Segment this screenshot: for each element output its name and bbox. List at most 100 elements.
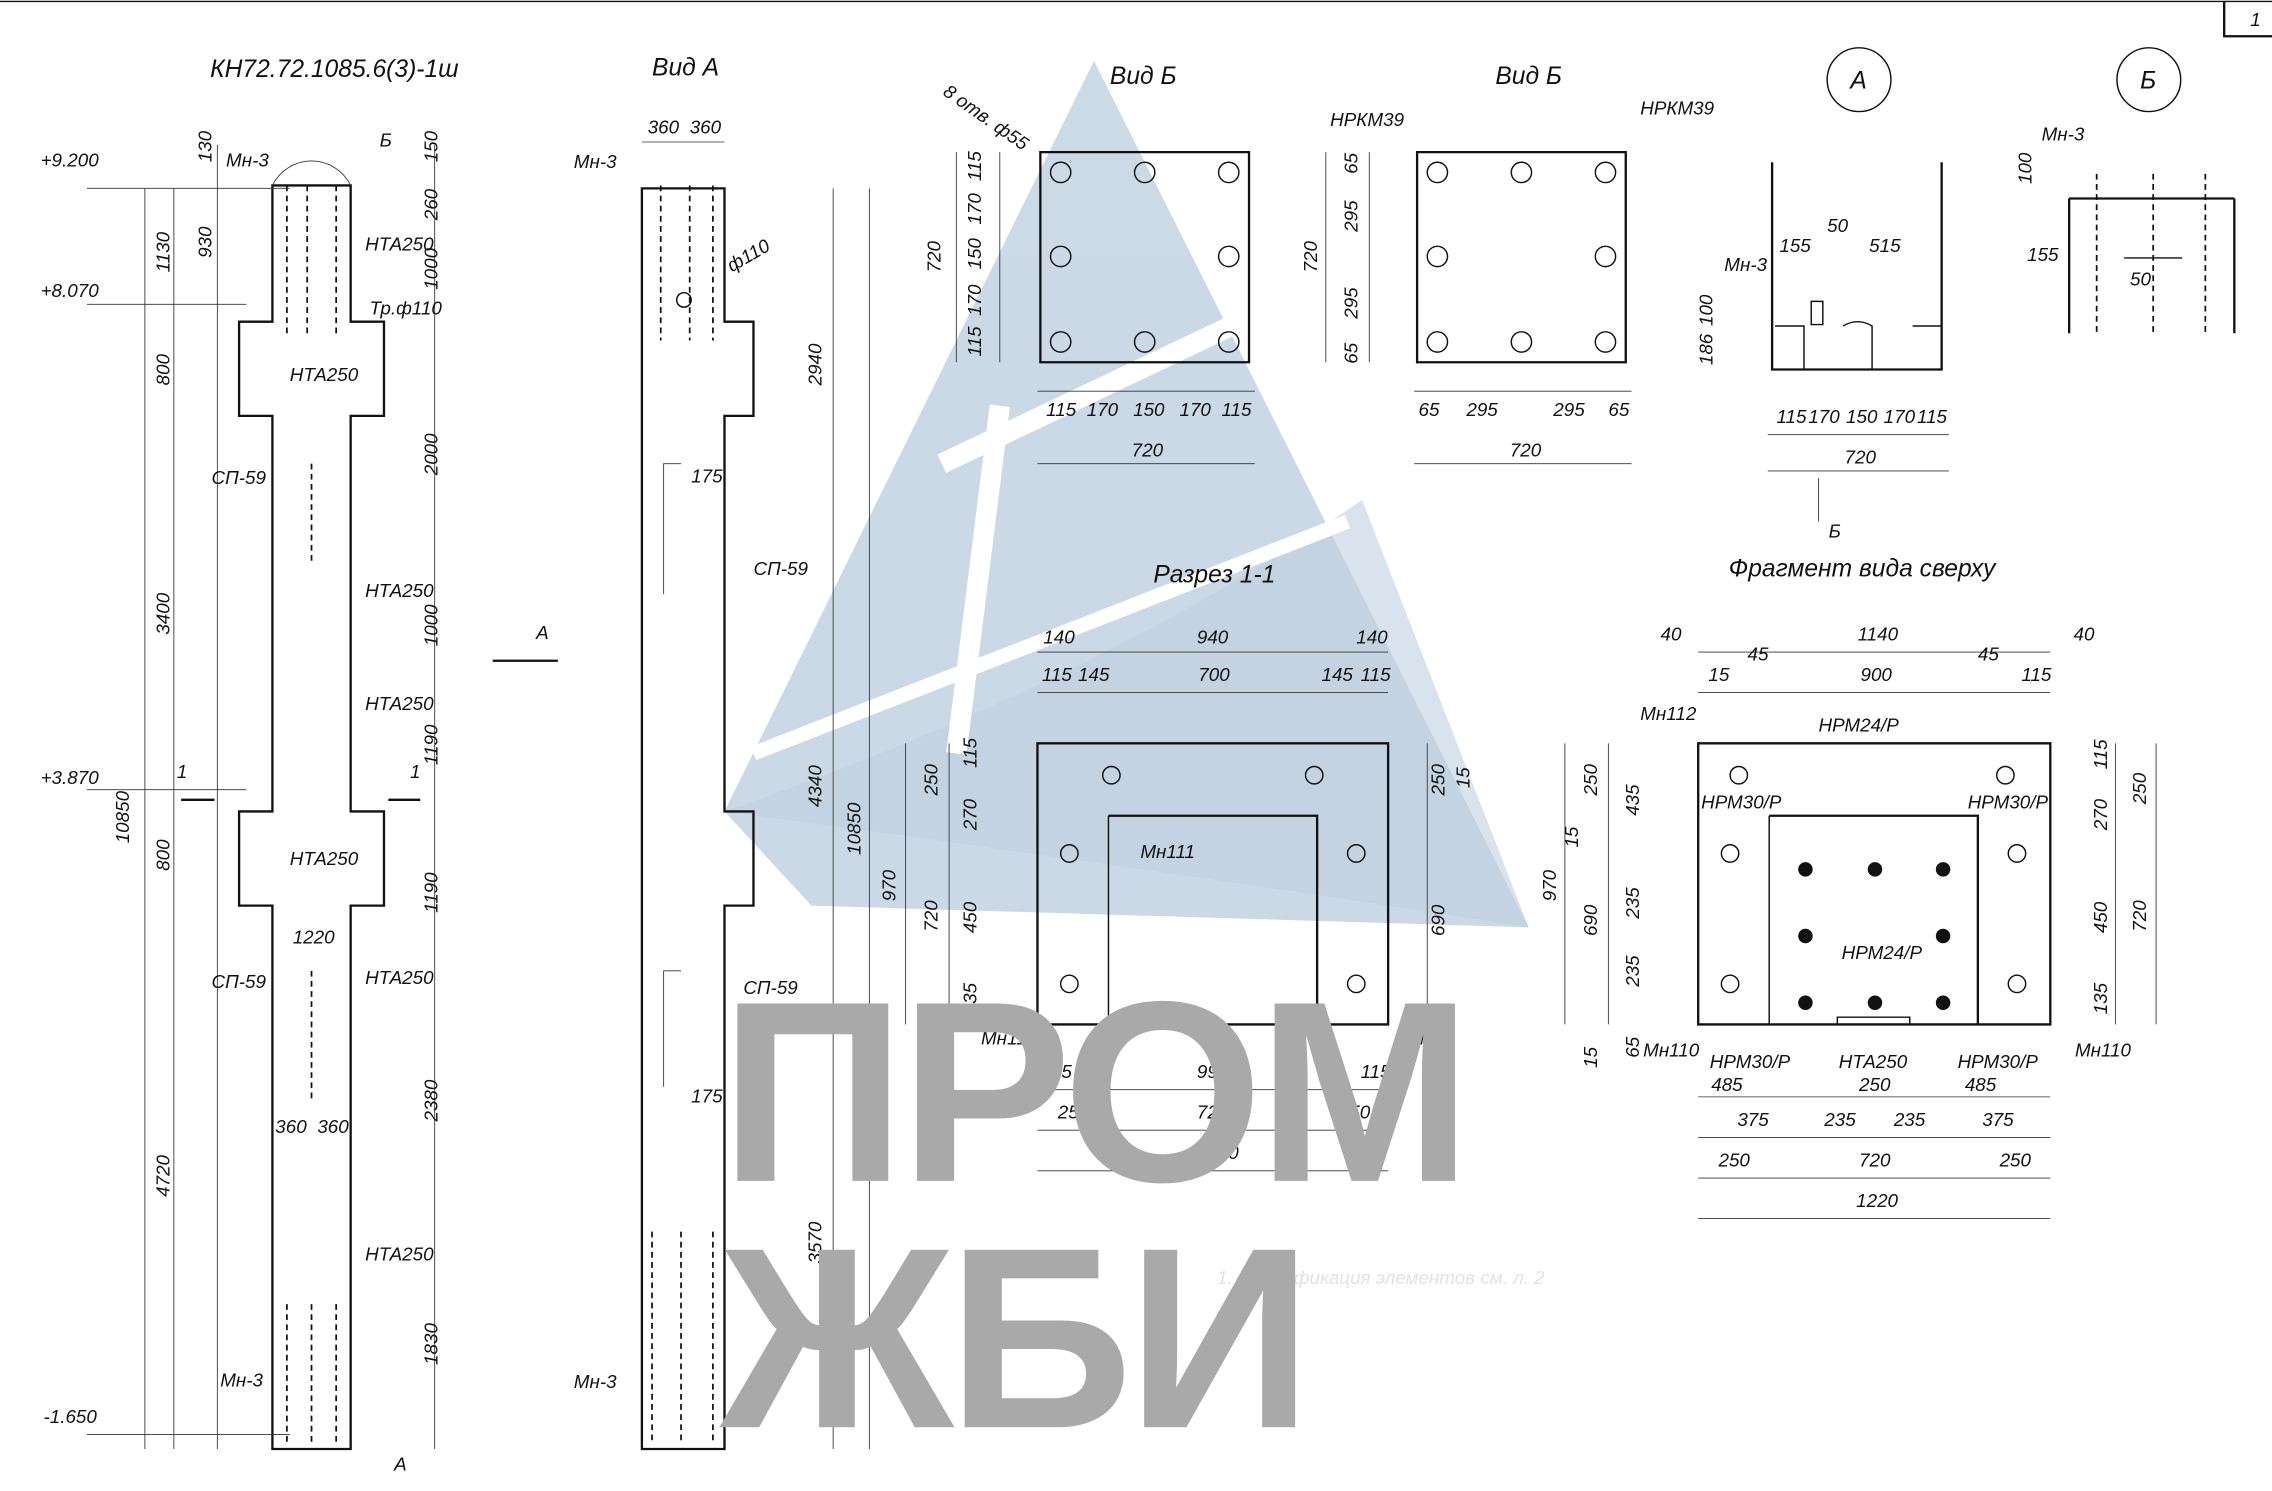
view-a-label: 3570	[805, 1221, 826, 1263]
view-b1-label: 170	[1179, 399, 1211, 420]
node-a-label: 515	[1869, 235, 1901, 256]
view-b2-label: 720	[1300, 240, 1321, 272]
section-label: 15	[1452, 767, 1473, 788]
section-label: 250	[1338, 1102, 1371, 1123]
view-b2-label: НРКМ39	[1640, 97, 1714, 118]
column-label: 800	[153, 353, 174, 385]
section-label: Мн110	[1398, 1028, 1455, 1049]
top-fragment-label: 65	[1622, 1036, 1643, 1057]
column-label: СП-59	[212, 467, 267, 488]
node-a-label: 170	[1884, 406, 1916, 427]
node-a-label: 155	[1779, 235, 1811, 256]
top-fragment-label: 115	[2021, 664, 2052, 685]
column-label: 1220	[293, 926, 335, 947]
node-a-label: 100	[1696, 294, 1717, 326]
view-a-label: Мн-3	[574, 1371, 617, 1392]
column-label: 1190	[421, 872, 442, 913]
node-a-label: 115	[1917, 406, 1948, 427]
node-b-label: 155	[2027, 244, 2059, 265]
view-b2-title: Вид Б	[1495, 63, 1562, 90]
column-label: 360	[317, 1116, 349, 1137]
top-fragment-label: НРМ30/Р	[1968, 792, 2049, 813]
watermark-logo: ПРОМ ЖБИ	[716, 948, 1472, 1482]
column-label: А	[535, 622, 549, 643]
top-fragment-label: 45	[1747, 644, 1768, 665]
top-fragment-label: 250	[2129, 772, 2150, 805]
node-a-label: Б	[1829, 521, 1841, 542]
column-label: НТА250	[365, 580, 434, 601]
column-label: +8.070	[41, 280, 100, 301]
column-label: 3400	[153, 592, 174, 634]
section-title: Разрез 1-1	[1153, 561, 1275, 588]
node-a-label: 50	[1827, 215, 1848, 236]
column-label: А	[393, 1454, 407, 1475]
node-a-title: А	[1848, 67, 1866, 94]
section-label: 1220	[1197, 1142, 1239, 1163]
view-b2-plan	[1325, 150, 1632, 465]
section-label: 250	[1428, 764, 1449, 797]
view-b1-label: 170	[964, 284, 985, 316]
top-fragment-label: 250	[1999, 1149, 2032, 1170]
section-label: 145	[1078, 664, 1110, 685]
top-view-fragment	[1564, 651, 2157, 1220]
view-a-label: ф110	[723, 235, 774, 276]
top-fragment-label: 485	[1965, 1074, 1997, 1095]
node-b-label: 50	[2130, 268, 2151, 289]
section-1-1	[905, 651, 1428, 1172]
top-fragment-label: 135	[2090, 982, 2111, 1014]
node-b-label: Мн-3	[2042, 124, 2085, 145]
top-fragment-label: 375	[1982, 1109, 2014, 1130]
view-b2-label: 295	[1552, 399, 1585, 420]
column-label: 1	[177, 761, 187, 782]
top-fragment-label: 250	[1580, 764, 1601, 797]
node-b-detail	[2067, 47, 2236, 334]
view-a-label: СП-59	[753, 558, 808, 579]
view-a-label: 10850	[844, 802, 865, 855]
section-label: 140	[1043, 626, 1075, 647]
view-b1-label: 720	[923, 240, 944, 272]
top-fragment-label: Мн112	[1640, 703, 1697, 724]
top-fragment-label: НРМ24/Р	[1842, 942, 1923, 963]
view-b1-label: 115	[964, 151, 985, 182]
column-label: 1130	[153, 231, 174, 272]
view-a-label: 4340	[805, 765, 826, 807]
watermark-line2: ЖБИ	[716, 1194, 1306, 1482]
top-fragment-label: 235	[1823, 1109, 1856, 1130]
top-fragment-label: НРМ30/Р	[1701, 792, 1782, 813]
page-number-box: 1	[2223, 1, 2272, 38]
section-label: 700	[1198, 664, 1230, 685]
top-fragment-label: НРМ30/Р	[1710, 1051, 1791, 1072]
column-title: КН72.72.1085.6(3)-1ш	[210, 56, 459, 83]
top-fragment-label: 15	[1708, 664, 1729, 685]
view-b1-label: 115	[1221, 399, 1252, 420]
section-label: 115	[1042, 664, 1073, 685]
section-label: 250	[920, 764, 941, 797]
node-a-label: 115	[1776, 406, 1807, 427]
node-b-title: Б	[2140, 67, 2156, 94]
view-a-label: СП-59	[743, 977, 798, 998]
view-b2-label: 295	[1341, 200, 1362, 233]
column-label: 2000	[421, 433, 442, 476]
column-label: 1830	[421, 1323, 442, 1365]
section-label: 450	[960, 901, 981, 933]
column-elevation	[86, 144, 558, 1451]
node-a-detail	[1767, 47, 1949, 522]
view-b1-title: Вид Б	[1110, 63, 1177, 90]
section-label: 990	[1197, 1061, 1229, 1082]
top-fragment-label: 435	[1622, 784, 1643, 816]
column-label: 2380	[421, 1079, 442, 1122]
view-b1-label: 115	[964, 326, 985, 357]
top-fragment-label: 15	[1561, 826, 1582, 847]
section-label: 270	[960, 798, 981, 831]
view-a-label: 360	[648, 116, 680, 137]
view-a-title: Вид А	[652, 54, 719, 81]
column-label: +3.870	[41, 767, 100, 788]
top-fragment-label: 1140	[1858, 623, 1899, 644]
view-b2-label: 65	[1341, 342, 1362, 363]
top-fragment-label: НРМ30/Р	[1958, 1051, 2039, 1072]
view-a-label: Мн-3	[574, 151, 617, 172]
view-b1-label: 720	[1132, 439, 1164, 460]
view-b2-label: 295	[1465, 399, 1498, 420]
column-label: 260	[421, 188, 442, 221]
top-fragment-label: 450	[2090, 901, 2111, 933]
